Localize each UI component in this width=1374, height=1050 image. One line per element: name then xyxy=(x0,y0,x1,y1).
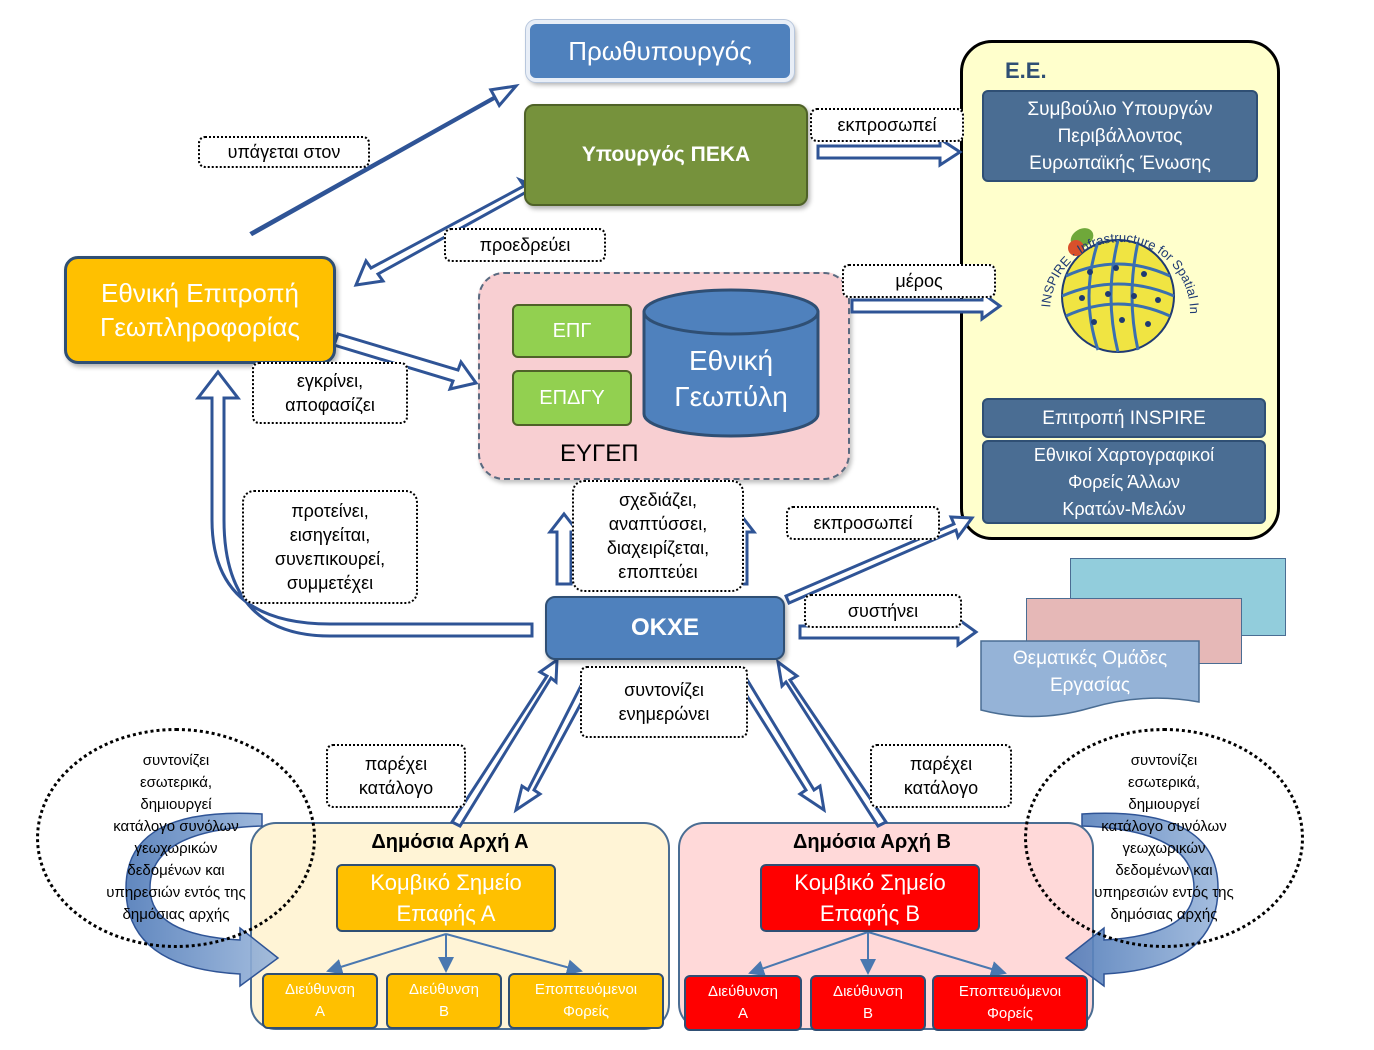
arrow-b-to-okxe xyxy=(775,658,889,828)
label-internal-b: συντονίζει εσωτερικά, δημιουργεί κατάλογ… xyxy=(1024,728,1304,948)
arrow-committee-to-pm xyxy=(249,83,520,237)
authority-b-title: Δημόσια Αρχή Β xyxy=(793,830,951,853)
link-a-supervised xyxy=(445,933,583,976)
arrow-a-to-okxe xyxy=(449,657,559,828)
mapping-agencies-box[interactable]: Εθνικοί Χαρτογραφικοί Φορείς Άλλων Κρατώ… xyxy=(982,440,1266,524)
inspire-globe-icon: INSPIRE · Infrastructure for Spatial Inf… xyxy=(1015,180,1202,353)
label-coordinates: συντονίζει ενημερώνει xyxy=(580,666,748,738)
prime-minister-node[interactable]: Πρωθυπουργός xyxy=(526,20,794,82)
minister-peka-node[interactable]: Υπουργός ΠΕΚΑ xyxy=(524,104,808,206)
authority-a-title: Δημόσια Αρχή Α xyxy=(371,830,529,853)
label-internal-a: συντονίζει εσωτερικά, δημιουργεί κατάλογ… xyxy=(36,728,316,948)
label-reports-to: υπάγεται στον xyxy=(198,136,370,168)
thematic-groups-node[interactable]: Θεματικές Ομάδες Εργασίας xyxy=(980,640,1200,720)
label-establishes: συστήνει xyxy=(804,594,962,628)
eu-council-box[interactable]: Συμβούλιο Υπουργών Περιβάλλοντος Ευρωπαϊ… xyxy=(982,90,1258,182)
contact-point-b[interactable]: Κομβικό Σημείο Επαφής Β xyxy=(760,864,980,932)
label-proposes: προτείνει, εισηγείται, συνεπικουρεί, συμ… xyxy=(242,490,418,604)
link-b-supervised xyxy=(867,931,1007,977)
inspire-committee-box[interactable]: Επιτροπή INSPIRE xyxy=(982,398,1266,438)
arrow-minister-to-eu xyxy=(816,136,963,168)
arrow-okxe-to-a xyxy=(513,665,601,814)
arrow-eygep-to-eu xyxy=(850,290,1003,322)
label-designs: σχεδιάζει, αναπτύσσει, διαχειρίζεται, επ… xyxy=(572,480,744,592)
label-chairs: προεδρεύει xyxy=(444,228,606,262)
authority-b-sub-supervised[interactable]: Εποπτευόμενοι Φορείς xyxy=(932,975,1088,1031)
label-catalog-b: παρέχει κατάλογο xyxy=(870,744,1012,808)
authority-a-sub-supervised[interactable]: Εποπτευόμενοι Φορείς xyxy=(508,973,664,1029)
arrow-okxe-to-eygep-left xyxy=(546,511,582,586)
national-committee-node[interactable]: Εθνική Επιτροπή Γεωπληροφορίας xyxy=(64,256,336,364)
label-catalog-a: παρέχει κατάλογο xyxy=(326,744,466,808)
authority-a-sub-direction-a[interactable]: Διεύθυνση Α xyxy=(262,973,378,1029)
eu-title: Ε.Ε. xyxy=(1005,58,1047,83)
link-a-dir-a xyxy=(326,933,447,975)
contact-point-a[interactable]: Κομβικό Σημείο Επαφής Α xyxy=(336,864,556,932)
eygep-label: ΕΥΓΕΠ xyxy=(560,440,639,467)
authority-b-sub-direction-a[interactable]: Διεύθυνση Α xyxy=(684,975,802,1031)
document-shape-icon xyxy=(980,640,1200,718)
geoportal-label: Εθνική Γεωπύλη xyxy=(674,345,788,412)
authority-b-sub-direction-b[interactable]: Διεύθυνση Β xyxy=(810,975,926,1031)
arrow-committee-to-eygep xyxy=(332,332,479,392)
authority-a-sub-direction-b[interactable]: Διεύθυνση Β xyxy=(386,973,502,1029)
label-represents-top: εκπροσωπεί xyxy=(810,108,964,142)
inspire-logo: INSPIRE · Infrastructure for Spatial Inf… xyxy=(1015,180,1216,388)
epg-node[interactable]: ΕΠΓ xyxy=(512,304,632,358)
label-represents-bottom: εκπροσωπεί xyxy=(786,506,940,540)
okxe-node[interactable]: ΟΚΧΕ xyxy=(545,596,785,660)
epdgy-node[interactable]: ΕΠΔΓΥ xyxy=(512,370,632,426)
database-cylinder-icon xyxy=(642,288,820,438)
arrow-okxe-to-b xyxy=(729,666,827,814)
link-b-dir-a xyxy=(748,931,869,976)
label-approves: εγκρίνει, αποφασίζει xyxy=(252,362,408,424)
geoportal-node[interactable]: Εθνική Γεωπύλη xyxy=(642,288,820,438)
thematic-groups-label: Θεματικές Ομάδες Εργασίας xyxy=(1012,648,1168,696)
arrow-okxe-to-committee xyxy=(194,369,534,638)
label-part: μέρος xyxy=(842,264,996,298)
